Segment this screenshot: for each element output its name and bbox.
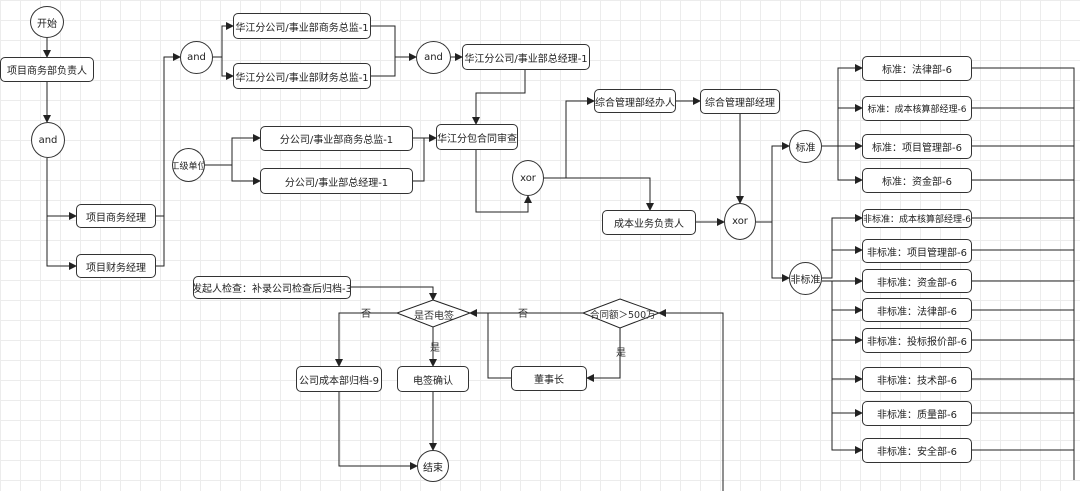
and-gateway[interactable]: and (31, 122, 65, 158)
cost-owner-node[interactable]: 成本业务负责人 (602, 210, 696, 235)
edge (544, 97, 595, 179)
edge (472, 70, 526, 125)
edge (371, 57, 396, 77)
edge-label-no: 否 (361, 309, 371, 320)
edge (972, 67, 1075, 480)
hj-gm-node[interactable]: 华江分公司/事业部总经理-1 (462, 44, 590, 70)
edge (831, 281, 863, 454)
decision-contract-amount-label[interactable]: 合同额＞500万 (590, 310, 656, 321)
edge (822, 64, 863, 147)
edge-label-no: 否 (518, 309, 528, 320)
mgmt-manager-node[interactable]: 综合管理部经理 (700, 89, 780, 114)
hj-biz-director-node[interactable]: 华江分公司/事业部商务总监-1 (233, 13, 371, 39)
company-cost-archive-node[interactable]: 公司成本部归档-9 (296, 366, 382, 392)
proj-fin-manager-node[interactable]: 项目财务经理 (76, 254, 156, 278)
edge (213, 22, 234, 58)
branch-gm-node[interactable]: 分公司/事业部总经理-1 (260, 168, 413, 194)
edge (156, 216, 165, 267)
xor-gateway[interactable]: xor (512, 160, 544, 196)
work-unit-node[interactable]: 工级单位 (172, 148, 205, 182)
chairman-node[interactable]: 董事长 (511, 366, 587, 391)
decision-is-e-sign-shape (395, 299, 472, 328)
edge (156, 53, 181, 217)
edge (756, 142, 790, 223)
edge (771, 222, 790, 282)
ns-safety-node[interactable]: 非标准：安全部-6 (862, 438, 972, 463)
proj-biz-manager-node[interactable]: 项目商务经理 (76, 204, 156, 228)
edge (338, 392, 418, 470)
edge (46, 200, 77, 270)
edge (335, 312, 397, 367)
std-cost-node[interactable]: 标准：成本核算部经理-6 (862, 96, 972, 121)
decision-contract-amount-shape (581, 298, 661, 329)
edge (351, 286, 437, 301)
edge (822, 214, 863, 279)
ns-cost-node[interactable]: 非标准：成本核算部经理-6 (862, 209, 972, 228)
hj-contract-review-node[interactable]: 华江分包合同审查 (436, 124, 518, 150)
std-law-node[interactable]: 标准：法律部-6 (862, 56, 972, 81)
decision-is-e-sign-label[interactable]: 是否电签 (414, 311, 454, 322)
edge (371, 25, 417, 61)
standard-gateway[interactable]: 标准 (789, 130, 822, 163)
edge (544, 177, 654, 211)
end-node[interactable]: 结束 (417, 450, 449, 482)
edge (205, 134, 261, 166)
start-node[interactable]: 开始 (30, 6, 64, 38)
edge-label-yes: 是 (430, 343, 440, 354)
edge (231, 165, 261, 185)
ns-proj-node[interactable]: 非标准：项目管理部-6 (862, 239, 972, 263)
edge (413, 138, 425, 182)
edge-label-yes: 是 (616, 348, 626, 359)
and-gateway[interactable]: and (180, 41, 213, 74)
initiator-check-node[interactable]: 发起人检查：补录公司检查后归档-3 (193, 276, 351, 299)
edge (46, 158, 77, 220)
edge (586, 328, 621, 382)
non-standard-gateway[interactable]: 非标准 (789, 262, 822, 295)
ns-law-node[interactable]: 非标准：法律部-6 (862, 298, 972, 322)
xor-gateway[interactable]: xor (724, 203, 756, 240)
ns-tech-node[interactable]: 非标准：技术部-6 (862, 367, 972, 392)
ns-quality-node[interactable]: 非标准：质量部-6 (862, 401, 972, 426)
edge (475, 150, 532, 213)
edge (487, 313, 511, 379)
std-proj-node[interactable]: 标准：项目管理部-6 (862, 134, 972, 159)
proj-manager-node[interactable]: 项目商务部负责人 (0, 57, 94, 82)
edge (658, 309, 724, 491)
and-gateway[interactable]: and (416, 41, 451, 74)
edge (837, 146, 863, 184)
branch-biz-director-node[interactable]: 分公司/事业部商务总监-1 (260, 126, 413, 151)
mgmt-handler-node[interactable]: 综合管理部经办人 (594, 89, 676, 113)
std-fund-node[interactable]: 标准：资金部-6 (862, 168, 972, 193)
e-sign-confirm-node[interactable]: 电签确认 (397, 366, 469, 392)
edge (221, 57, 234, 80)
hj-fin-director-node[interactable]: 华江分公司/事业部财务总监-1 (233, 63, 371, 89)
ns-fund-node[interactable]: 非标准：资金部-6 (862, 269, 972, 293)
ns-bid-node[interactable]: 非标准：投标报价部-6 (862, 328, 972, 353)
